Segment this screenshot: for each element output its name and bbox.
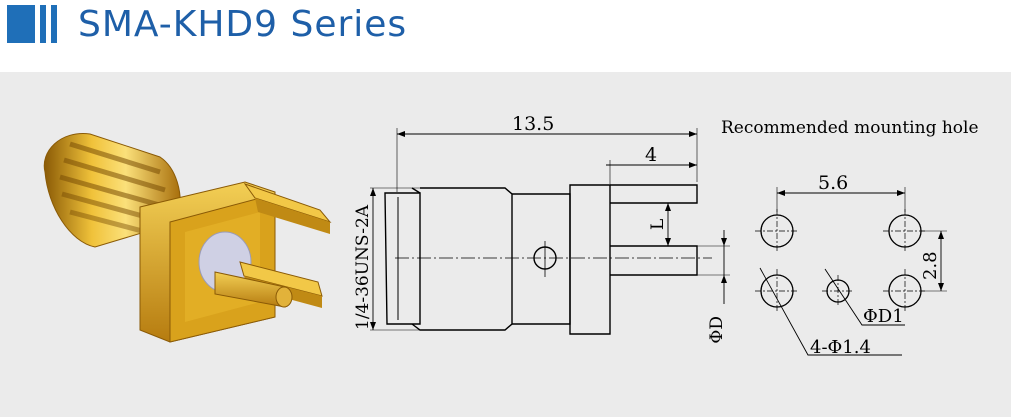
side-view-drawing: [370, 128, 730, 335]
overall-length-label: 13.5: [512, 113, 554, 135]
technical-drawing: 13.5 4 L 1/4-36UNS-2A ΦD Recommended mou…: [43, 113, 979, 358]
pin-diameter-label: ΦD: [707, 316, 727, 344]
mounting-title: Recommended mounting hole: [721, 118, 979, 138]
horizontal-spacing-label: 5.6: [818, 172, 848, 194]
title-accent-stripe: [40, 5, 46, 43]
title-accent-stripe: [51, 5, 57, 43]
pin-length-label: 4: [645, 144, 657, 166]
center-hole-label: ΦD1: [863, 306, 904, 327]
ground-holes-label: 4-Φ1.4: [810, 337, 871, 358]
page-title: SMA-KHD9 Series: [78, 4, 408, 45]
mounting-hole-pattern: [755, 187, 947, 356]
sma-connector-3d-icon: [43, 133, 332, 343]
title-accent-bar: [7, 5, 35, 43]
vertical-spacing-label: 2.8: [920, 251, 941, 280]
pin-offset-label: L: [648, 219, 668, 230]
thread-spec-label: 1/4-36UNS-2A: [353, 204, 373, 330]
product-image: [43, 133, 332, 343]
page-header: SMA-KHD9 Series: [0, 0, 1011, 58]
